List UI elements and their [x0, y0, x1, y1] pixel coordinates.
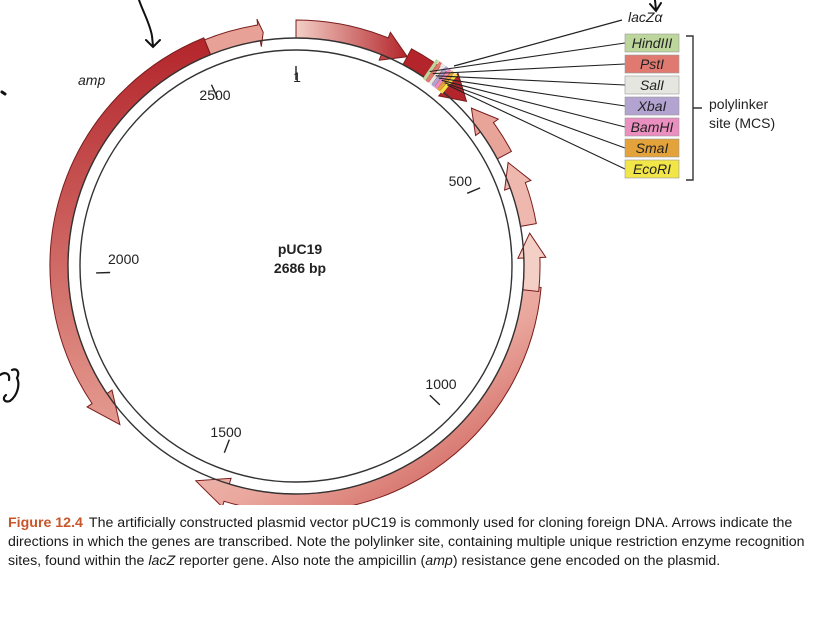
lacz-arrow-1	[295, 19, 409, 61]
enzyme-leader-line	[447, 84, 626, 170]
enzyme-box	[624, 159, 680, 179]
enzyme-leader-line	[444, 82, 626, 149]
enzyme-label: EcoRI	[633, 161, 671, 177]
mcs-site-stripe	[422, 59, 440, 81]
handwritten-mark-dot	[0, 90, 7, 96]
enzyme-leader-line	[438, 77, 626, 107]
gene-label-lacz: lacZα	[628, 9, 663, 25]
handwritten-mark-left	[0, 368, 20, 403]
enzyme-box	[624, 75, 680, 95]
handwritten-mark-top	[138, 0, 161, 49]
plasmid-backbone-inner	[79, 49, 513, 483]
enzyme-box	[624, 33, 680, 53]
position-tick	[223, 439, 230, 453]
amp-gene-cap	[203, 18, 264, 56]
segment-arrow-1	[470, 107, 513, 160]
figure-number: Figure 12.4	[8, 515, 83, 531]
position-tick	[429, 394, 441, 406]
enzyme-leader-line	[429, 42, 626, 73]
plasmid-name: pUC19	[278, 241, 323, 257]
lacz-leader-line	[453, 19, 623, 67]
caption-text-2: reporter gene. Also note the ampicillin …	[175, 553, 426, 569]
enzyme-label: PstI	[640, 56, 664, 72]
enzyme-box	[624, 96, 680, 116]
enzyme-label: HindIII	[632, 35, 673, 51]
gene-label-amp: amp	[78, 72, 105, 88]
caption-amp: amp	[425, 553, 453, 569]
position-tick	[466, 187, 481, 194]
segment-arrow-2	[503, 161, 537, 227]
caption-text-1: The artificially constructed plasmid vec…	[8, 515, 805, 569]
enzyme-box	[624, 138, 680, 158]
plasmid-backbone-outer	[67, 37, 525, 495]
position-label: 500	[449, 173, 473, 189]
caption-text-3: ) resistance gene encoded on the plasmid…	[452, 553, 721, 569]
position-label: 2500	[199, 87, 230, 103]
enzyme-label: SalI	[640, 77, 664, 93]
plasmid-size: 2686 bp	[274, 260, 326, 276]
amp-gene-arrow	[49, 37, 212, 426]
mcs-bracket	[686, 35, 702, 181]
position-label: 1500	[210, 424, 241, 440]
mcs-site-stripe	[439, 73, 458, 94]
position-label: 1000	[425, 376, 456, 392]
enzyme-box	[624, 117, 680, 137]
caption-lacz: lacZ	[148, 553, 176, 569]
position-label: 2000	[108, 251, 139, 267]
enzyme-box	[624, 54, 680, 74]
mcs-label-line1: polylinker	[709, 96, 768, 112]
mcs-site-stripe	[425, 61, 443, 83]
position-label: 1	[293, 69, 301, 85]
mcs-site-stripe	[428, 63, 446, 85]
enzyme-leader-line	[432, 63, 626, 75]
enzyme-label: BamHI	[631, 119, 674, 135]
enzyme-label: SmaI	[636, 140, 669, 156]
handwritten-arrow-lacz	[649, 0, 662, 13]
enzyme-label: XbaI	[637, 98, 667, 114]
enzyme-leader-line	[435, 75, 626, 86]
position-tick	[210, 84, 219, 98]
mcs-label-line2: site (MCS)	[709, 115, 775, 131]
backbone-band-bottom	[194, 285, 542, 505]
enzyme-leader-line	[441, 79, 626, 128]
